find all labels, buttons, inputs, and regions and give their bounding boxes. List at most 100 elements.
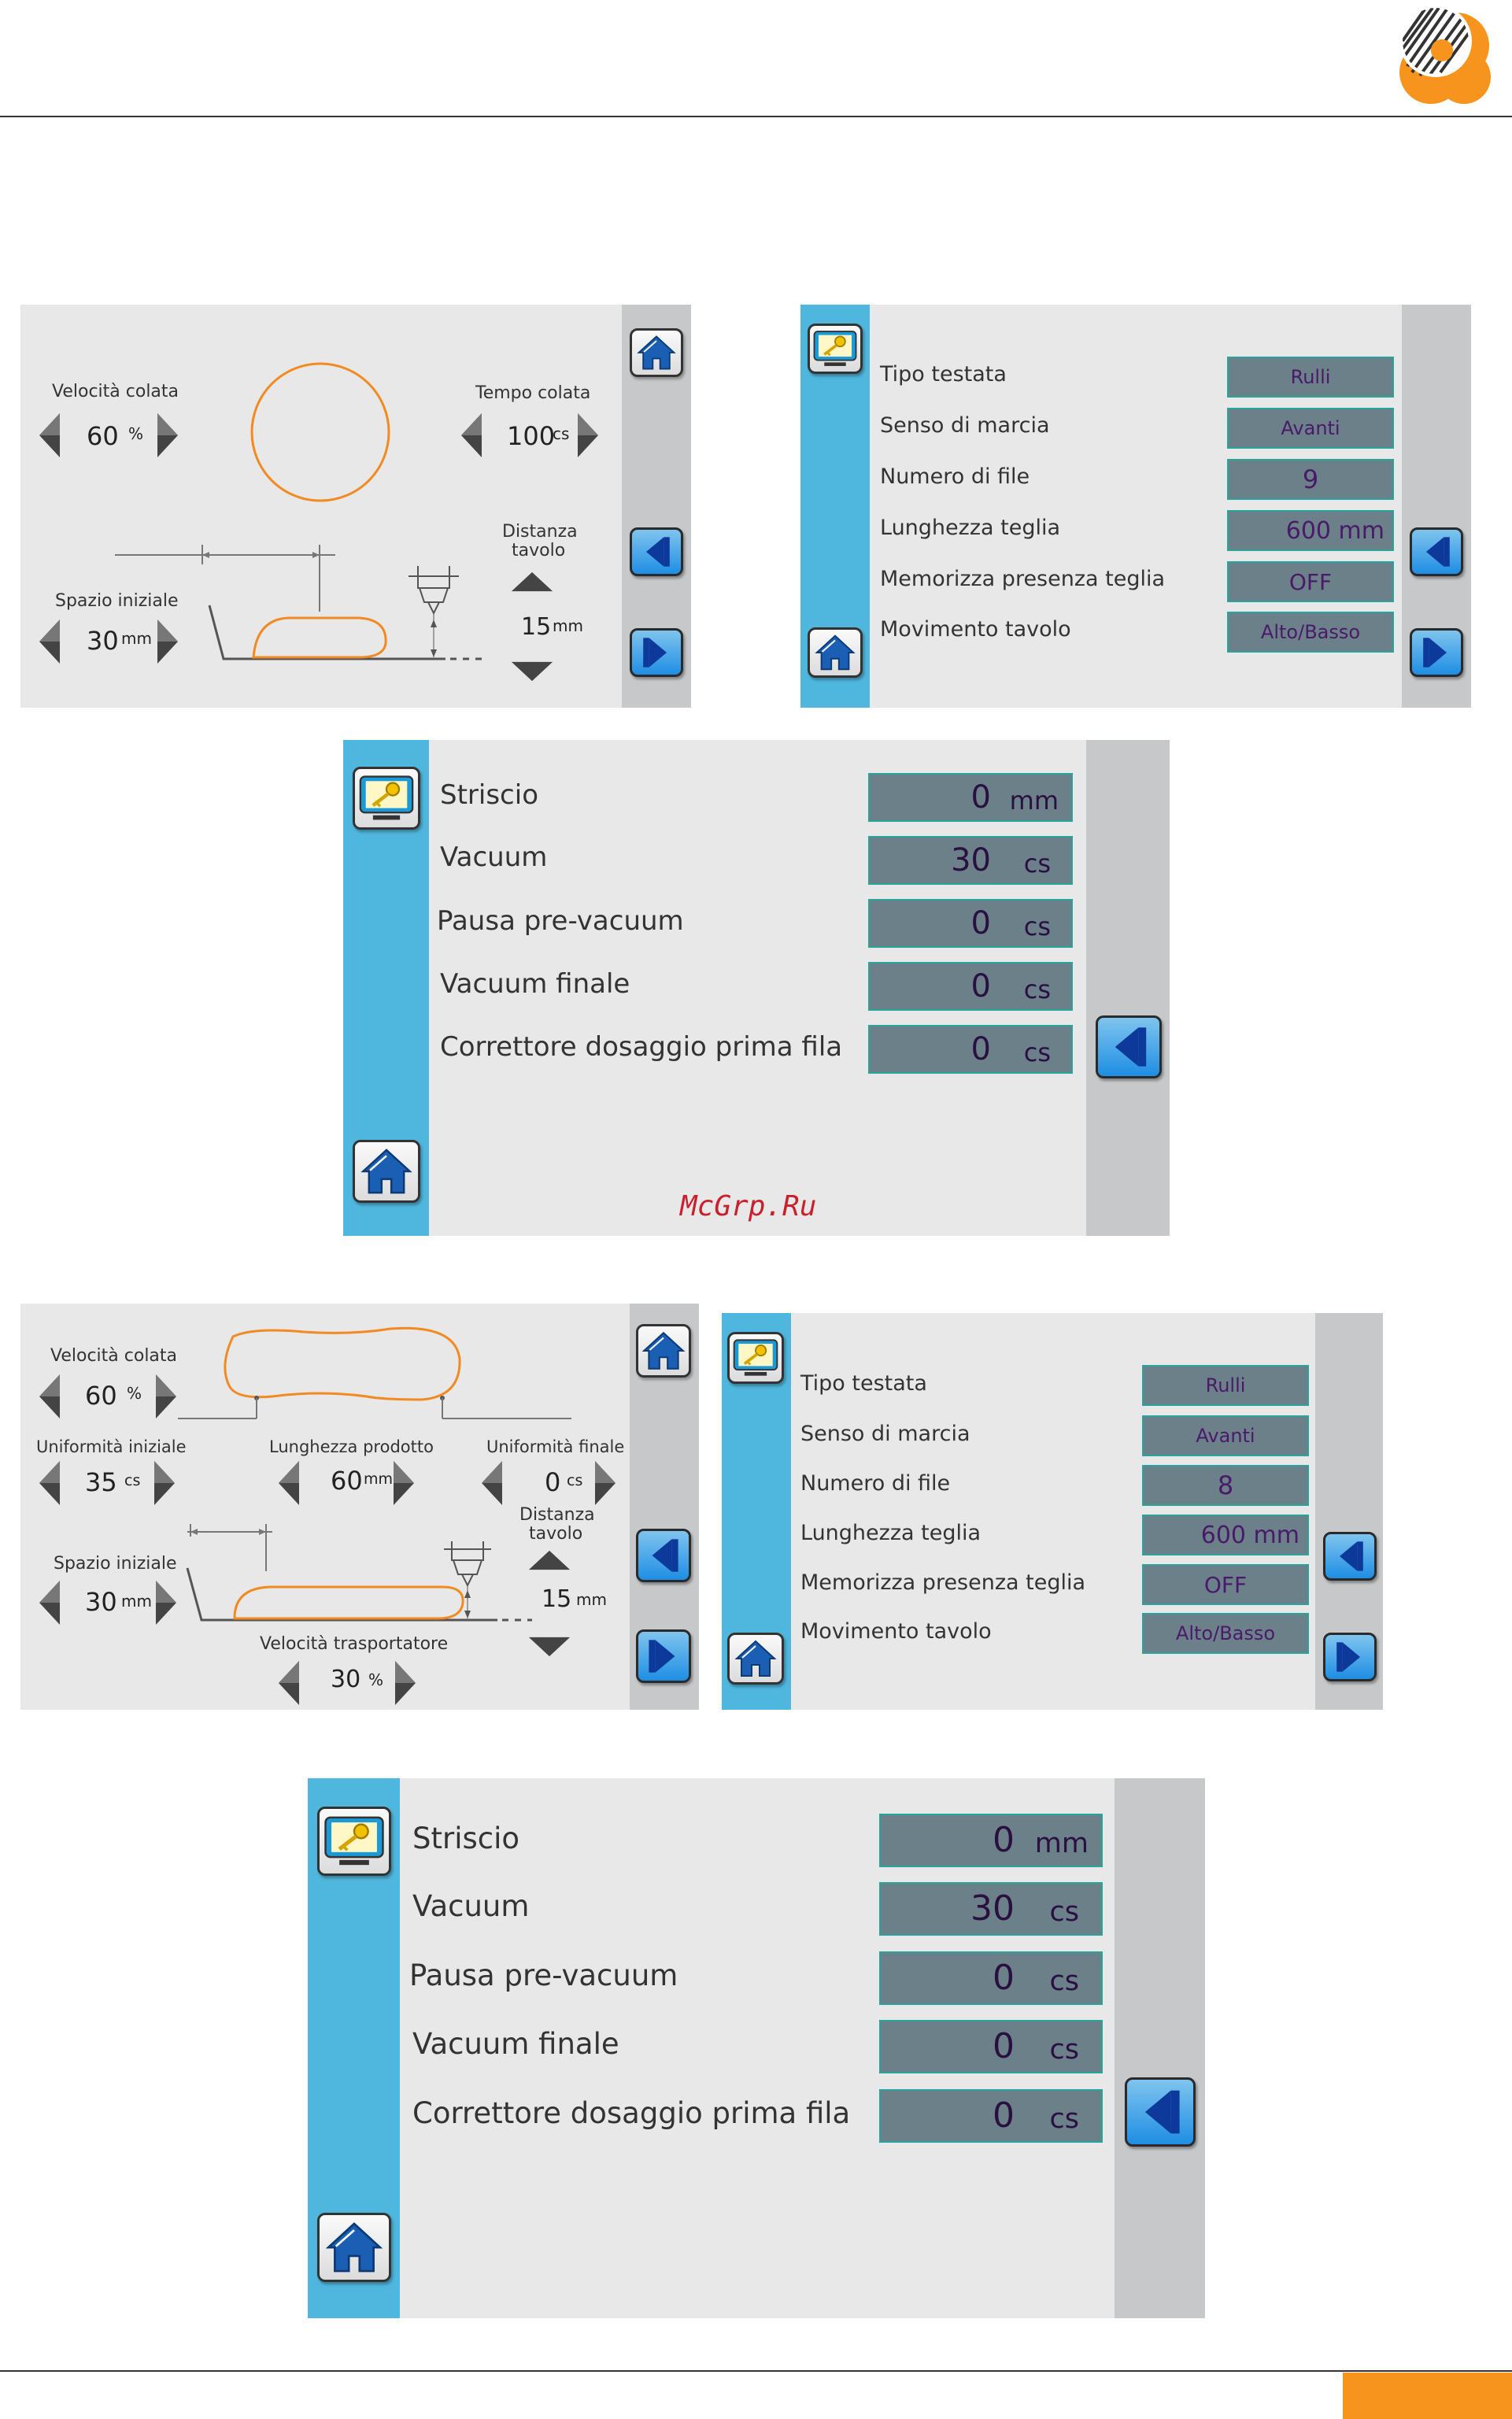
trasportatore-decrease-icon[interactable] [277, 1659, 301, 1707]
velocita-unit: % [128, 424, 144, 443]
parameter-value-box[interactable]: 0 mm [868, 773, 1073, 822]
screen-machine-setup: Tipo testata Rulli Senso di marcia Avant… [800, 305, 1471, 708]
home-icon [320, 2215, 389, 2280]
tempo-decrease-icon[interactable] [460, 412, 483, 459]
screen-dosing-parameters: Velocità colata 60 % Tempo colata 100 cs… [20, 305, 691, 708]
settings-key-button[interactable] [317, 1807, 391, 1876]
parameter-value-box[interactable]: 0 cs [879, 1951, 1103, 2005]
lunghezza-increase-icon[interactable] [392, 1459, 416, 1507]
tempo-unit: cs [553, 424, 570, 443]
velocita-increase-icon[interactable] [156, 412, 179, 459]
screen-vacuum-parameters-2: Striscio 0 mm Vacuum 30 cs Pausa pre-vac… [308, 1778, 1205, 2318]
distanza-decrease-icon[interactable] [527, 1636, 571, 1658]
forward-button[interactable] [1323, 1633, 1377, 1681]
forward-arrow-icon [1412, 631, 1461, 675]
settings-key-button[interactable] [808, 324, 863, 374]
settings-key-button[interactable] [353, 767, 420, 830]
back-button[interactable] [636, 1529, 691, 1582]
uniformita-iniziale-decrease-icon[interactable] [38, 1459, 61, 1507]
forward-button[interactable] [636, 1629, 691, 1683]
setting-value[interactable]: 8 [1142, 1465, 1309, 1506]
tempo-value: 100 [507, 421, 556, 451]
home-button[interactable] [808, 627, 863, 678]
parameter-value: 0 [993, 1958, 1015, 1998]
setting-label: Memorizza presenza teglia [880, 567, 1166, 591]
setting-value[interactable]: 9 [1227, 459, 1394, 500]
back-arrow-icon [1412, 530, 1461, 574]
parameter-unit: mm [1034, 1828, 1089, 1859]
distanza-increase-icon[interactable] [510, 571, 554, 593]
back-arrow-icon [1098, 1018, 1159, 1076]
setting-value[interactable]: Avanti [1227, 408, 1394, 449]
spazio-decrease-icon[interactable] [38, 1579, 61, 1626]
setting-value[interactable]: Avanti [1142, 1415, 1309, 1456]
parameter-value-box[interactable]: 30 cs [868, 836, 1073, 885]
parameter-value-box[interactable]: 0 cs [868, 1025, 1073, 1074]
tempo-increase-icon[interactable] [576, 412, 600, 459]
back-button[interactable] [1323, 1532, 1377, 1581]
screen-machine-setup-2: Tipo testata Rulli Senso di marcia Avant… [722, 1313, 1383, 1710]
key-monitor-icon [810, 326, 860, 372]
trasportatore-increase-icon[interactable] [394, 1659, 417, 1707]
back-arrow-icon [638, 1531, 689, 1580]
back-arrow-icon [1127, 2080, 1193, 2144]
velocita-decrease-icon[interactable] [38, 1373, 61, 1420]
parameter-value-box[interactable]: 0 cs [868, 962, 1073, 1011]
parameter-value-box[interactable]: 0 cs [868, 899, 1073, 948]
setting-value[interactable]: OFF [1227, 561, 1394, 602]
back-arrow-icon [1325, 1534, 1374, 1578]
distanza-increase-icon[interactable] [527, 1549, 571, 1571]
spazio-unit: mm [121, 629, 152, 648]
velocita-decrease-icon[interactable] [38, 412, 61, 459]
spazio-decrease-icon[interactable] [38, 618, 61, 665]
distanza-label-line2: tavolo [512, 541, 566, 560]
parameter-label: Vacuum finale [412, 2027, 619, 2061]
home-button[interactable] [636, 1324, 691, 1378]
parameter-value-box[interactable]: 0 mm [879, 1814, 1103, 1867]
setting-value[interactable]: Alto/Basso [1142, 1613, 1309, 1654]
setting-value[interactable]: 600 mm [1142, 1515, 1309, 1555]
back-button[interactable] [1410, 527, 1463, 576]
footer-accent-bar [1343, 2373, 1512, 2419]
forward-button[interactable] [630, 628, 683, 677]
lunghezza-decrease-icon[interactable] [277, 1459, 301, 1507]
spazio-increase-icon[interactable] [156, 618, 179, 665]
parameter-unit: cs [1023, 912, 1051, 941]
home-icon [632, 331, 681, 375]
forward-arrow-icon [632, 631, 681, 675]
setting-value[interactable]: Rulli [1227, 357, 1394, 398]
back-button[interactable] [1125, 2077, 1196, 2147]
parameter-unit: mm [1009, 786, 1059, 816]
back-button[interactable] [1096, 1015, 1162, 1078]
screen-dosing-parameters-extended: Velocità colata 60 % Uniformità iniziale… [20, 1304, 699, 1710]
parameter-value: 0 [993, 2026, 1015, 2066]
setting-value[interactable]: 600 mm [1227, 510, 1394, 551]
parameter-value-box[interactable]: 0 cs [879, 2089, 1103, 2143]
setting-value[interactable]: OFF [1142, 1564, 1309, 1605]
settings-key-button[interactable] [727, 1332, 784, 1384]
velocita-value: 60 [87, 421, 119, 451]
uniformita-finale-decrease-icon[interactable] [480, 1459, 504, 1507]
home-button[interactable] [727, 1633, 784, 1685]
parameter-value-box[interactable]: 0 cs [879, 2020, 1103, 2073]
parameter-label: Pausa pre-vacuum [437, 905, 684, 937]
setting-value[interactable]: Alto/Basso [1227, 612, 1394, 653]
parameter-unit: cs [1049, 2103, 1079, 2135]
home-button[interactable] [317, 2213, 391, 2282]
setting-value[interactable]: Rulli [1142, 1365, 1309, 1406]
home-button[interactable] [353, 1140, 420, 1203]
setting-label: Memorizza presenza teglia [800, 1570, 1086, 1595]
parameter-label: Striscio [440, 779, 538, 811]
back-button[interactable] [630, 527, 683, 576]
uniformita-finale-increase-icon[interactable] [593, 1459, 617, 1507]
lunghezza-prodotto-label: Lunghezza prodotto [269, 1437, 434, 1456]
uniformita-iniziale-increase-icon[interactable] [153, 1459, 176, 1507]
velocita-increase-icon[interactable] [154, 1373, 178, 1420]
forward-button[interactable] [1410, 628, 1463, 677]
side-bar [1115, 1778, 1205, 2318]
parameter-value: 0 [970, 1031, 991, 1067]
distanza-decrease-icon[interactable] [510, 660, 554, 682]
parameter-value-box[interactable]: 30 cs [879, 1882, 1103, 1936]
spazio-increase-icon[interactable] [154, 1579, 178, 1626]
home-button[interactable] [630, 328, 683, 377]
